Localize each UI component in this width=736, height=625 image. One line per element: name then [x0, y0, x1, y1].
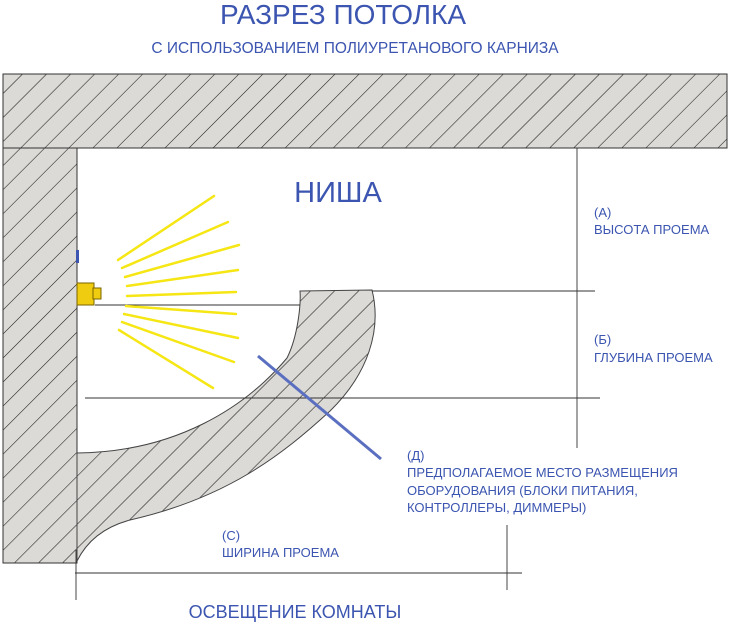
wall-mark [76, 250, 79, 263]
niche-label: НИША [294, 177, 382, 209]
lamp-cap [92, 287, 102, 300]
label-d-line3: КОНТРОЛЛЕРЫ, ДИММЕРЫ) [407, 500, 586, 515]
equipment-pointer-line [257, 354, 382, 461]
room-lighting-label: ОСВЕЩЕНИЕ КОМНАТЫ [189, 602, 402, 622]
wall [2, 147, 78, 564]
label-c-text: ШИРИНА ПРОЕМА [222, 545, 339, 560]
ceiling-slab [2, 73, 728, 149]
label-a-letter: (А) [594, 205, 611, 220]
diagram-title: РАЗРЕЗ ПОТОЛКА [220, 0, 466, 30]
label-c-letter: (С) [222, 528, 240, 543]
label-a-text: ВЫСОТА ПРОЕМА [594, 222, 710, 237]
lighting-fixture [76, 194, 241, 390]
label-d-letter: (Д) [407, 448, 424, 463]
lamp-body [76, 282, 95, 306]
diagram-subtitle: С ИСПОЛЬЗОВАНИЕМ ПОЛИУРЕТАНОВОГО КАРНИЗА [151, 40, 559, 57]
label-d-line1: ПРЕДПОЛАГАЕМОЕ МЕСТО РАЗМЕЩЕНИЯ [407, 465, 678, 480]
label-b-text: ГЛУБИНА ПРОЕМА [594, 350, 713, 365]
light-rays [116, 194, 241, 390]
label-b-letter: (Б) [594, 332, 611, 347]
label-d-line2: ОБОРУДОВАНИЯ (БЛОКИ ПИТАНИЯ, [407, 483, 638, 498]
polyurethane-cornice [76, 289, 376, 562]
